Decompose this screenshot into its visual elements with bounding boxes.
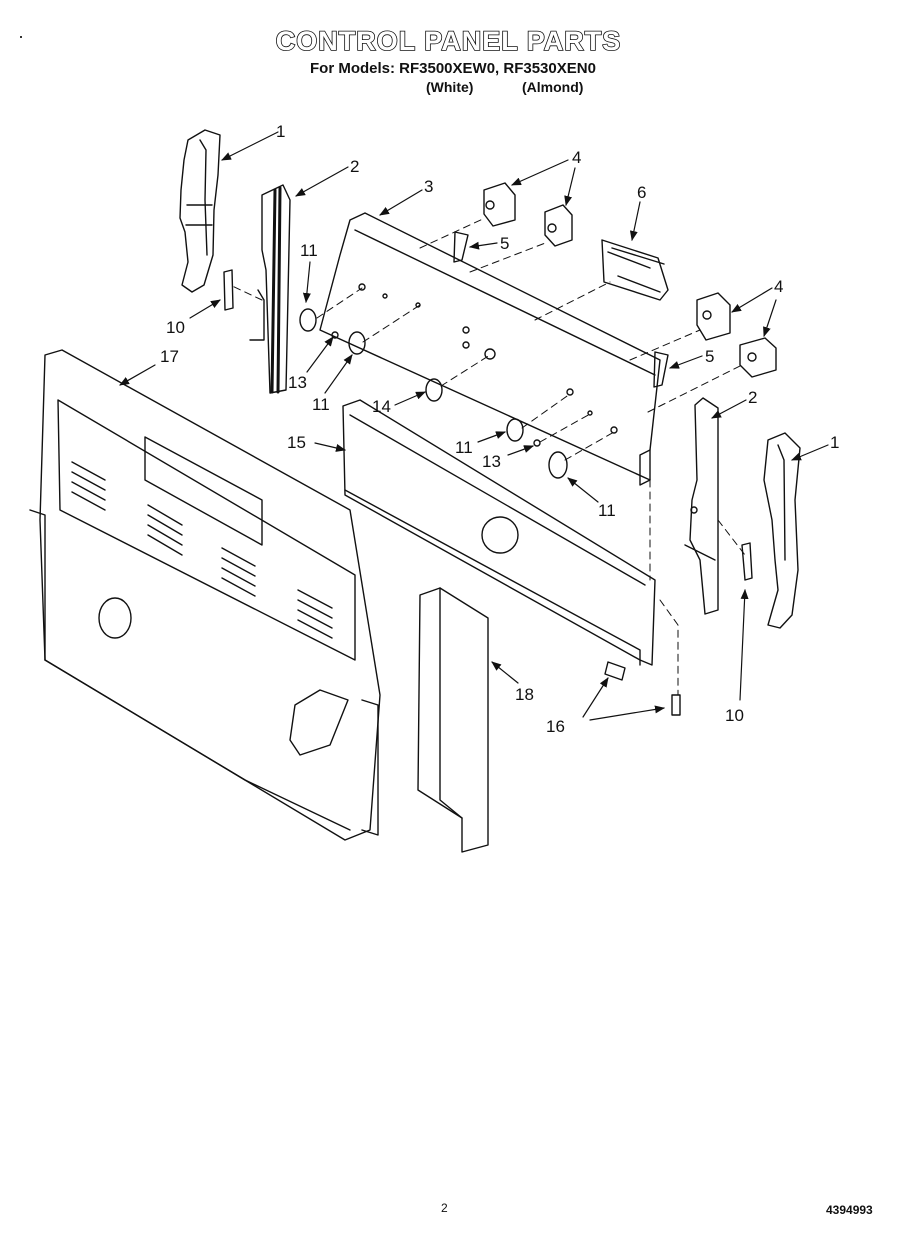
document-number: 4394993 <box>826 1203 873 1217</box>
stray-mark <box>20 36 22 38</box>
callout-10: 10 <box>166 318 185 337</box>
part-15-backguard <box>342 399 656 666</box>
page-title: CONTROL PANEL PARTS <box>275 25 622 57</box>
callout-labels: 1 2 3 4 5 6 11 10 17 13 11 4 5 2 14 15 1… <box>160 122 839 736</box>
callout-5: 5 <box>500 234 509 253</box>
callout-3: 3 <box>424 177 433 196</box>
callout-11: 11 <box>312 395 330 414</box>
callout-15: 15 <box>287 433 306 452</box>
callout-4: 4 <box>774 277 783 296</box>
callout-11: 11 <box>455 438 473 457</box>
part-18-bracket <box>417 587 489 853</box>
part-4-infinite-switch-lower <box>696 292 777 378</box>
part-1-left-end-cap <box>179 129 221 293</box>
callout-13: 13 <box>482 452 501 471</box>
callout-1: 1 <box>830 433 839 452</box>
callout-4: 4 <box>572 148 581 167</box>
part-4-infinite-switch-upper <box>483 182 573 247</box>
variant-almond: (Almond) <box>522 79 584 95</box>
part-6-clock-timer <box>601 239 669 301</box>
page-number: 2 <box>441 1201 448 1215</box>
part-10-right-clip <box>741 542 753 581</box>
part-13-spring <box>533 439 541 447</box>
callout-18: 18 <box>515 685 534 704</box>
part-17-rear-panel <box>29 349 381 841</box>
callout-14: 14 <box>372 397 391 416</box>
part-1-right-end-cap <box>763 432 801 629</box>
models-line: For Models: RF3500XEW0, RF3530XEN0 <box>310 60 596 77</box>
callout-17: 17 <box>160 347 179 366</box>
callout-2: 2 <box>748 388 757 407</box>
callout-13: 13 <box>288 373 307 392</box>
callout-11: 11 <box>300 241 318 260</box>
part-16-screws <box>604 661 681 716</box>
part-5-wire-harness <box>453 231 669 388</box>
part-11-knobs <box>299 308 568 479</box>
part-14-knob <box>425 378 443 402</box>
callout-5: 5 <box>705 347 714 366</box>
part-2-right-bracket <box>684 397 719 615</box>
callout-2: 2 <box>350 157 359 176</box>
part-13-spring <box>331 331 339 339</box>
callout-1: 1 <box>276 122 285 141</box>
variant-white: (White) <box>426 79 474 95</box>
part-2-left-bracket <box>249 184 291 394</box>
callout-leaders <box>119 131 829 721</box>
callout-6: 6 <box>637 183 646 202</box>
alignment-lines <box>229 217 746 696</box>
part-3-control-panel <box>319 212 661 486</box>
callout-11: 11 <box>598 501 616 520</box>
callout-10: 10 <box>725 706 744 725</box>
callout-16: 16 <box>546 717 565 736</box>
part-10-left-clip <box>223 269 234 311</box>
